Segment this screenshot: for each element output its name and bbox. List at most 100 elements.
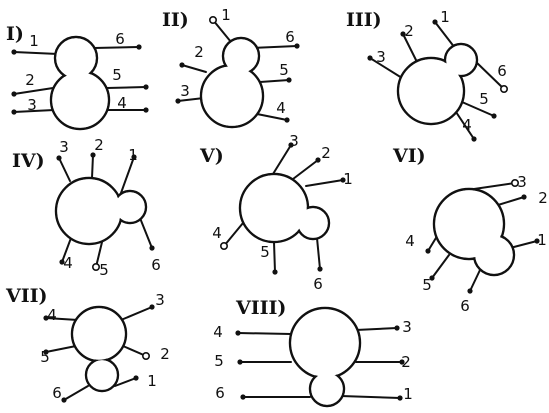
external-leg [177, 97, 205, 102]
filled-vertex-icon [175, 98, 181, 104]
external-leg [61, 237, 72, 263]
filled-vertex-icon [534, 238, 540, 244]
leg-label: 1 [440, 8, 450, 26]
filled-vertex-icon [288, 142, 294, 148]
leg-label: 4 [47, 306, 57, 324]
external-leg [91, 154, 94, 179]
filled-vertex-icon [43, 349, 49, 355]
filled-vertex-icon [237, 359, 243, 365]
filled-vertex-icon [11, 49, 17, 55]
filled-vertex-icon [294, 43, 300, 49]
external-leg [13, 51, 59, 55]
leg-label: 5 [422, 276, 432, 294]
external-leg [256, 113, 288, 121]
filled-vertex-icon [11, 109, 17, 115]
leg-label: 4 [117, 94, 127, 112]
filled-vertex-icon [367, 55, 373, 61]
leg-label: 3 [376, 48, 386, 66]
filled-vertex-icon [400, 31, 406, 37]
external-leg [369, 57, 403, 79]
external-leg [292, 159, 319, 180]
filled-vertex-icon [397, 395, 403, 401]
leg-label: 1 [221, 6, 231, 24]
filled-vertex-icon [133, 375, 139, 381]
external-leg [497, 196, 525, 206]
filled-vertex-icon [286, 77, 292, 83]
filled-vertex-icon [235, 330, 241, 336]
external-leg [259, 79, 290, 83]
leg-label: 2 [94, 136, 104, 154]
external-leg [455, 111, 475, 140]
lobe-fill [298, 208, 328, 238]
blob-fill [241, 175, 307, 241]
filled-vertex-icon [315, 157, 321, 163]
leg-label: 5 [479, 90, 489, 108]
filled-vertex-icon [11, 91, 17, 97]
external-leg [212, 19, 232, 43]
diagram-title: III) [346, 9, 382, 31]
leg-label: 1 [147, 372, 157, 390]
external-leg [122, 345, 147, 357]
filled-vertex-icon [143, 107, 149, 113]
filled-vertex-icon [340, 177, 346, 183]
filled-vertex-icon [149, 304, 155, 310]
leg-label: 1 [128, 146, 138, 164]
external-leg [45, 345, 77, 353]
lobe-fill [311, 373, 343, 405]
external-leg [45, 317, 79, 321]
leg-label: 2 [25, 71, 35, 89]
filled-vertex-icon [136, 44, 142, 50]
filled-vertex-icon [429, 275, 435, 281]
filled-vertex-icon [240, 394, 246, 400]
blob-fill [73, 308, 125, 360]
filled-vertex-icon [467, 288, 473, 294]
leg-label: 3 [155, 291, 165, 309]
filled-vertex-icon [272, 269, 278, 275]
open-vertex-icon [142, 351, 151, 360]
external-leg [402, 33, 418, 63]
external-leg [509, 240, 538, 249]
leg-label: 3 [517, 173, 527, 191]
external-leg [223, 222, 244, 247]
external-leg [272, 144, 292, 175]
filled-vertex-icon [143, 84, 149, 90]
diagram-title: IV) [12, 150, 45, 172]
open-vertex-icon [220, 242, 229, 251]
filled-vertex-icon [284, 117, 290, 123]
leg-label: 4 [213, 323, 223, 341]
open-vertex-icon [92, 262, 101, 271]
external-leg [93, 46, 140, 49]
blob-fill [291, 309, 359, 377]
diagram-title: I) [6, 23, 24, 45]
blob-fill [52, 72, 108, 128]
lobe-fill [56, 38, 96, 78]
external-leg [434, 21, 456, 49]
leg-label: 6 [52, 384, 62, 402]
leg-label: 1 [403, 385, 413, 403]
external-leg [120, 306, 153, 321]
leg-label: 2 [404, 22, 414, 40]
diagram-title: V) [199, 145, 224, 167]
external-leg [181, 64, 207, 73]
leg-label: 2 [194, 43, 204, 61]
leg-label: 2 [401, 353, 411, 371]
filled-vertex-icon [56, 155, 62, 161]
lobe-fill [475, 236, 513, 274]
leg-label: 1 [29, 32, 39, 50]
leg-label: 6 [215, 384, 225, 402]
filled-vertex-icon [149, 245, 155, 251]
external-leg [473, 182, 516, 190]
leg-label: 5 [40, 348, 50, 366]
leg-label: 2 [321, 144, 331, 162]
external-leg [63, 385, 89, 401]
filled-vertex-icon [317, 266, 323, 272]
leg-label: 3 [27, 96, 37, 114]
blob-fill [399, 59, 463, 123]
